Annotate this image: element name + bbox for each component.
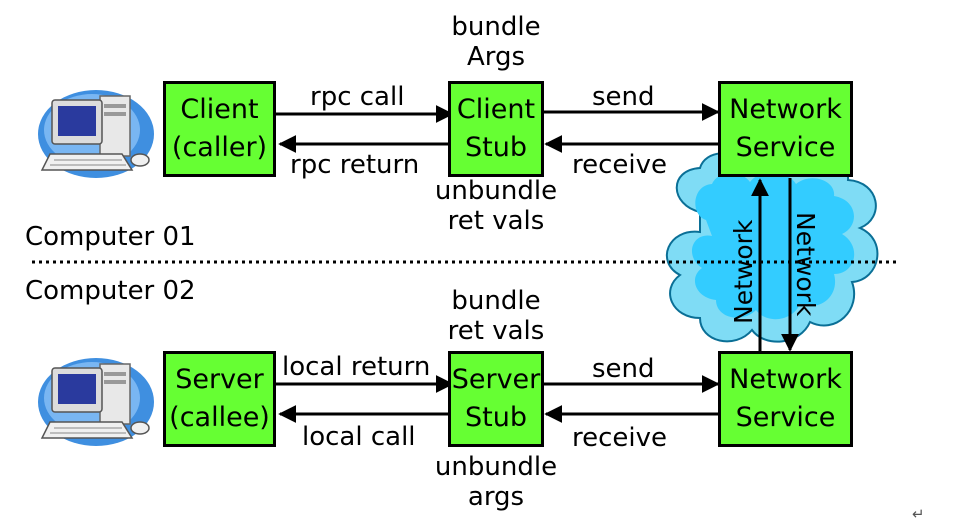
label-line: bundle [451,12,541,42]
label-line: unbundle [434,176,558,206]
rpc-return-label: rpc return [290,150,420,180]
label-line: Args [466,42,526,72]
box-line: (caller) [171,132,268,163]
server-stub-below-label: unbundle args [430,452,562,512]
bottom-receive-label: receive [572,423,668,453]
local-return-label: local return [282,352,431,382]
box-line: Service [735,402,836,433]
desktop-computer-icon [38,90,154,178]
client-stub-below-label: unbundle ret vals [430,176,562,236]
box-line: Service [735,132,836,163]
box-line: Server [451,364,541,395]
client-stub-above-label: bundle Args [440,12,552,72]
computer-01-label: Computer 01 [25,222,196,252]
rpc-call-label: rpc call [310,82,405,112]
local-call-label: local call [302,422,416,452]
computer-02-label: Computer 02 [25,276,196,306]
server-stub-above-label: bundle ret vals [436,286,556,346]
box-line: Stub [465,132,527,163]
enter-symbol-icon: ↵ [912,505,925,523]
label-line: unbundle [434,452,558,482]
label-line: bundle [451,286,541,316]
label-line: ret vals [447,316,545,346]
network-label-right: Network [791,212,820,317]
box-line: (callee) [169,402,270,433]
client-caller-box: Client (caller) [163,81,276,177]
network-cloud-icon [666,151,879,343]
desktop-computer-icon [38,358,154,446]
box-line: Network [729,364,842,395]
bottom-send-label: send [592,354,655,384]
server-callee-box: Server (callee) [163,351,276,447]
top-receive-label: receive [572,150,668,180]
label-line: args [467,482,525,512]
server-stub-box: Server Stub [448,351,544,447]
top-send-label: send [592,82,655,112]
bottom-network-service-box: Network Service [718,351,853,447]
box-line: Stub [465,402,527,433]
box-line: Server [175,364,264,395]
box-line: Client [180,94,259,125]
box-line: Network [729,94,842,125]
network-label-left: Network [729,219,758,324]
top-network-service-box: Network Service [718,81,853,177]
client-stub-box: Client Stub [448,81,544,177]
label-line: ret vals [447,206,545,236]
box-line: Client [456,94,536,125]
